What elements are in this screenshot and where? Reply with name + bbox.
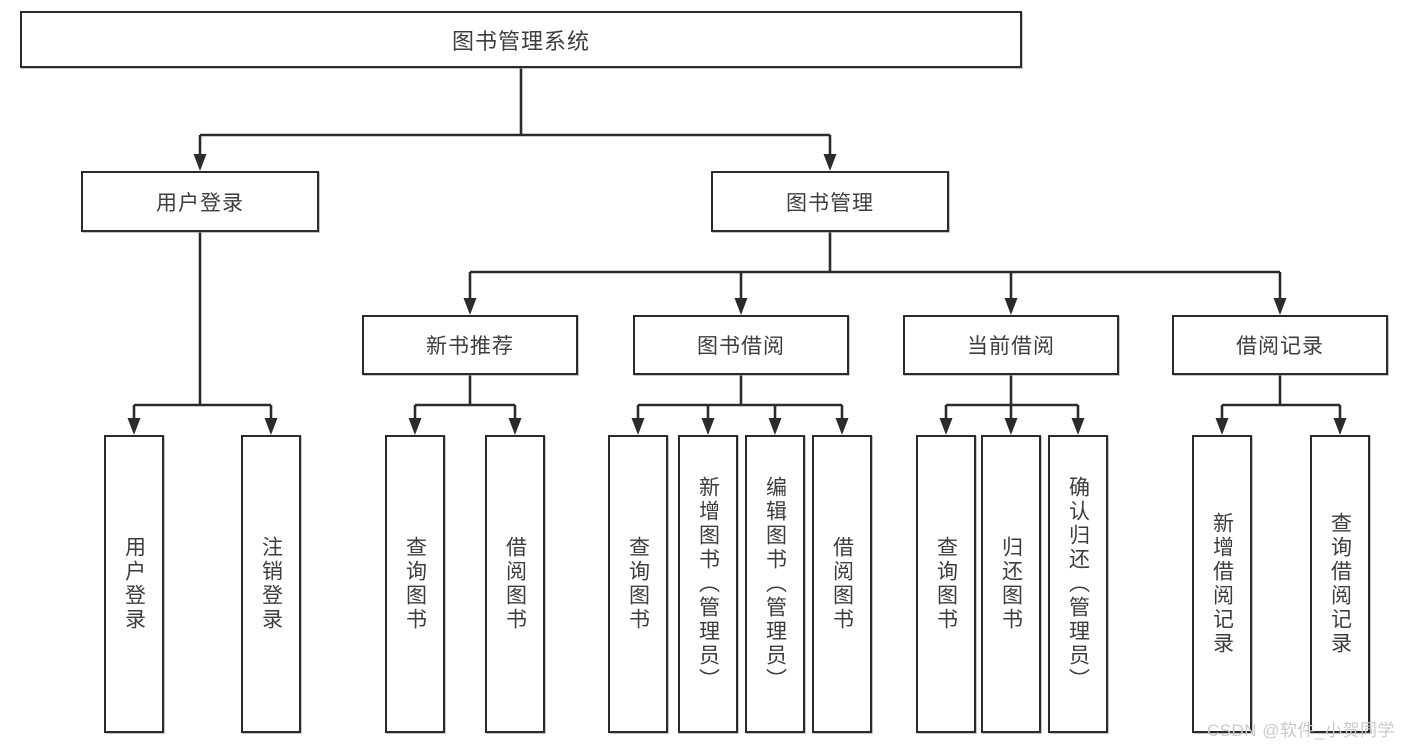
node-l3-current[interactable]: 当前借阅	[903, 315, 1119, 375]
node-l4-bo-add[interactable]: 新增图书（管理员）	[678, 435, 738, 733]
arrow-head-icon	[823, 154, 837, 171]
node-root[interactable]: 图书管理系统	[20, 11, 1022, 68]
arrow-head-icon	[508, 418, 522, 435]
arrow-head-icon	[264, 418, 278, 435]
node-l4-bo-borrow[interactable]: 借阅图书	[812, 435, 872, 733]
node-l3-record[interactable]: 借阅记录	[1172, 315, 1388, 375]
arrow-head-icon	[631, 418, 645, 435]
node-l4-rec-query[interactable]: 查询借阅记录	[1310, 435, 1370, 733]
arrow-head-icon	[193, 154, 207, 171]
node-l4-bo-query[interactable]: 查询图书	[608, 435, 668, 733]
node-l4-user-login[interactable]: 用户登录	[104, 435, 164, 733]
arrow-head-icon	[1333, 418, 1347, 435]
arrow-head-icon	[734, 298, 748, 315]
arrow-head-icon	[1004, 298, 1018, 315]
node-l4-user-logout[interactable]: 注销登录	[241, 435, 301, 733]
node-l4-cur-query[interactable]: 查询图书	[916, 435, 976, 733]
arrow-head-icon	[1071, 418, 1085, 435]
node-label: 用户登录	[156, 191, 244, 215]
node-l4-rec-add[interactable]: 新增借阅记录	[1192, 435, 1252, 733]
arrow-head-icon	[701, 418, 715, 435]
node-label: 编辑图书（管理员）	[763, 476, 787, 692]
node-label: 归还图书	[999, 536, 1023, 632]
node-label: 查询图书	[403, 536, 427, 632]
node-label: 新增借阅记录	[1210, 512, 1234, 656]
node-label: 新书推荐	[426, 335, 514, 358]
arrow-head-icon	[1004, 418, 1018, 435]
node-label: 借阅图书	[830, 536, 854, 632]
node-label: 注销登录	[259, 536, 283, 632]
node-label: 借阅图书	[503, 536, 527, 632]
arrow-head-icon	[463, 298, 477, 315]
watermark-text: CSDN @软件_小贺同学	[1206, 721, 1395, 740]
arrow-head-icon	[127, 418, 141, 435]
arrow-head-icon	[939, 418, 953, 435]
node-l3-new[interactable]: 新书推荐	[362, 315, 578, 375]
node-label: 借阅记录	[1236, 335, 1324, 358]
node-label: 查询图书	[626, 536, 650, 632]
node-label: 查询借阅记录	[1328, 512, 1352, 656]
node-l2-manage[interactable]: 图书管理	[711, 171, 949, 232]
node-label: 用户登录	[122, 536, 146, 632]
node-l4-new-query[interactable]: 查询图书	[385, 435, 445, 733]
node-label: 新增图书（管理员）	[696, 476, 720, 692]
arrow-head-icon	[1273, 298, 1287, 315]
node-label: 确认归还（管理员）	[1066, 476, 1090, 692]
node-l4-cur-confirm[interactable]: 确认归还（管理员）	[1048, 435, 1108, 733]
arrow-head-icon	[1215, 418, 1229, 435]
node-l4-bo-edit[interactable]: 编辑图书（管理员）	[745, 435, 805, 733]
arrow-head-icon	[835, 418, 849, 435]
node-label: 图书管理	[786, 191, 874, 215]
node-l3-borrow[interactable]: 图书借阅	[633, 315, 849, 375]
node-l4-cur-return[interactable]: 归还图书	[981, 435, 1041, 733]
node-label: 当前借阅	[967, 335, 1055, 358]
node-label: 图书借阅	[697, 335, 785, 358]
node-l4-new-borrow[interactable]: 借阅图书	[485, 435, 545, 733]
node-l2-login[interactable]: 用户登录	[81, 171, 319, 232]
arrow-head-icon	[408, 418, 422, 435]
arrow-head-icon	[768, 418, 782, 435]
node-label: 查询图书	[934, 536, 958, 632]
node-label: 图书管理系统	[451, 28, 590, 54]
